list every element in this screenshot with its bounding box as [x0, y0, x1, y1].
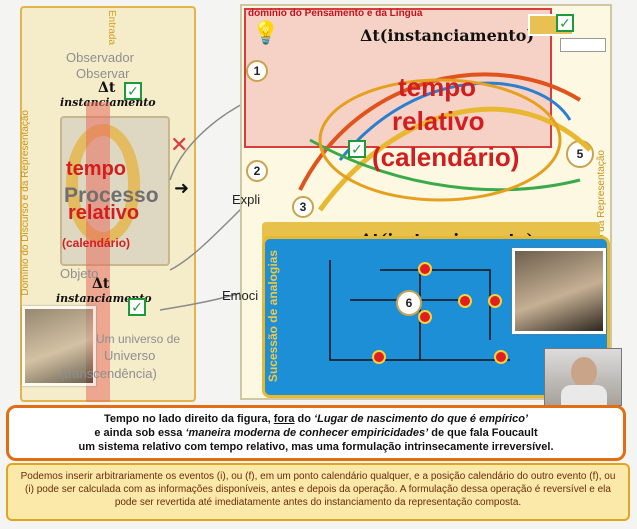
- explica-label: Expli: [232, 192, 261, 207]
- red-node-3: [488, 294, 502, 308]
- universo-label: Universo: [104, 348, 156, 363]
- universo-de-label: Um universo de: [96, 332, 181, 346]
- left-delta-t-top: Δt: [98, 80, 116, 96]
- caption-line2-b: de que fala Foucault: [428, 427, 538, 439]
- caption-line2-a: e ainda sob essa: [94, 427, 186, 439]
- blue-vertical-label: Sucessão de analogias: [266, 250, 280, 383]
- objeto-label: Objeto: [60, 266, 99, 281]
- right-relativo-label: relativo: [392, 106, 485, 136]
- red-node-1: [418, 262, 432, 276]
- observador-label: Observador: [66, 50, 134, 65]
- red-node-6: [494, 350, 508, 364]
- check-icon-right-top: ✓: [556, 14, 574, 32]
- step-5-marker: 5: [566, 140, 594, 168]
- step-1-marker: 1: [246, 60, 268, 82]
- check-icon-middle: ✓: [348, 140, 366, 158]
- check-icon-top: ✓: [124, 82, 142, 100]
- left-tempo-label: tempo: [66, 158, 126, 180]
- presenter-face: [571, 357, 597, 387]
- red-node-4: [418, 310, 432, 324]
- left-calendario-label: (calendário): [62, 236, 131, 250]
- arrow-right-icon: ➜: [174, 178, 190, 198]
- lightbulb-icon: 💡: [252, 20, 280, 45]
- left-statue-photo: [22, 306, 96, 386]
- entrada-label: Entrada: [106, 10, 117, 46]
- caption-line-1: Tempo no lado direito da figura, fora do…: [9, 412, 623, 426]
- right-delta-t-top: Δt(instanciamento): [360, 26, 535, 45]
- caption-line1-fora: fora: [273, 413, 295, 425]
- cross-icon: ✕: [170, 132, 189, 157]
- caption-box: Tempo no lado direito da figura, fora do…: [6, 405, 626, 461]
- caption-line2-quote: ‘maneira moderna de conhecer empiricidad…: [185, 427, 429, 439]
- caption-line-3: um sistema relativo com tempo relativo, …: [78, 441, 554, 453]
- analogy-network: [329, 260, 510, 361]
- caption-line1-b: do: [294, 413, 315, 425]
- bottom-note: Podemos inserir arbitrariamente os event…: [6, 463, 630, 521]
- check-icon-bottom: ✓: [128, 298, 146, 316]
- caption-line-2: e ainda sob essa ‘maneira moderna de con…: [9, 426, 623, 440]
- right-calendario-label: (calendário): [372, 142, 520, 172]
- emocio-label: Emoci: [222, 288, 259, 303]
- right-top-title: domínio do Pensamento e da Língua: [248, 8, 423, 19]
- right-statue-photo: [512, 248, 606, 334]
- processo-label: Processo: [64, 184, 159, 207]
- left-instanciamento-bottom: instanciamento: [56, 292, 152, 305]
- left-relativo-label: relativo: [68, 202, 140, 224]
- left-vertical-label-wrap: Domínio do Discurso e da Representação: [20, 110, 36, 310]
- thought-language-box: [244, 8, 552, 148]
- entrada-label-wrap: Entrada: [106, 10, 120, 80]
- caption-line1-quote: ‘Lugar de nascimento do que é empírico’: [314, 413, 528, 425]
- left-vertical-label: Domínio do Discurso e da Representação: [20, 110, 31, 296]
- white-tag-top: [560, 38, 606, 52]
- flow-arrows: [298, 72, 592, 212]
- step-2-marker: 2: [246, 160, 268, 182]
- bottom-note-text: Podemos inserir arbitrariamente os event…: [20, 471, 616, 508]
- observar-label: Observar: [76, 66, 130, 81]
- presenter-video: [544, 348, 622, 407]
- caption-line1-a: Tempo no lado direito da figura,: [104, 413, 274, 425]
- blue-vertical-label-wrap: Sucessão de analogias: [266, 250, 284, 390]
- red-node-2: [458, 294, 472, 308]
- presenter-shirt: [561, 385, 607, 407]
- step-3-marker: 3: [292, 196, 314, 218]
- right-tempo-label: tempo: [398, 72, 476, 102]
- red-node-5: [372, 350, 386, 364]
- transcendencia-label: (transcendência): [60, 366, 157, 381]
- left-delta-t-bottom: Δt: [92, 276, 110, 292]
- step-6-marker: 6: [396, 290, 422, 316]
